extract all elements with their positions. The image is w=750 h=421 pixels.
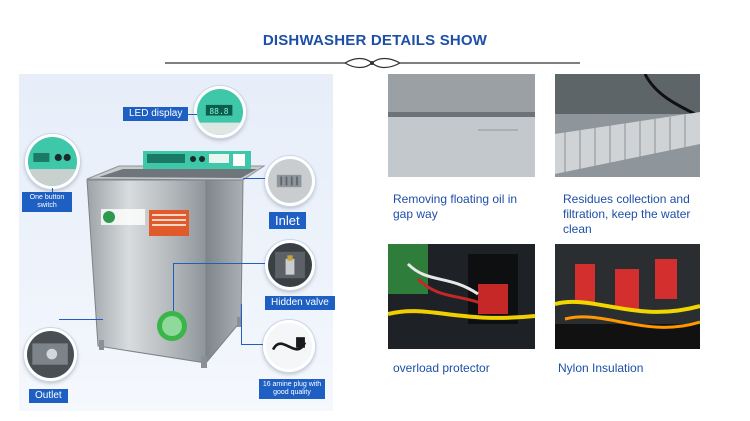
detail-caption-4: Nylon Insulation (558, 361, 644, 375)
svg-text:88.8: 88.8 (209, 107, 228, 116)
inlet-label: Inlet (269, 212, 306, 229)
plug-label: 16 amine plug with good quality (259, 379, 325, 399)
detail-photo-oil-gap (388, 74, 535, 177)
ornamental-divider (165, 57, 580, 69)
detail-photo-overload-protector (388, 244, 535, 349)
detail-caption-3: overload protector (393, 361, 490, 375)
detail-photo-nylon-insulation (555, 244, 700, 349)
detail-photo-filter-basket (555, 74, 700, 177)
led-display-zoom: 88.8 (194, 86, 246, 138)
detail-caption-1: Removing floating oil in gap way (393, 192, 518, 221)
switch-zoom (25, 134, 80, 189)
hidden-valve-label: Hidden valve (265, 296, 335, 310)
dishwasher-image (86, 151, 266, 368)
plug-zoom (263, 320, 315, 372)
one-button-switch-label: One button switch (22, 192, 72, 212)
product-panel: 88.8 LED display One button switch Inlet… (19, 74, 335, 411)
outlet-label: Outlet (29, 389, 68, 403)
led-display-label: LED display (123, 107, 189, 121)
outlet-zoom (24, 328, 77, 381)
detail-caption-2: Residues collection and filtration, keep… (563, 192, 691, 236)
hidden-valve-zoom (265, 240, 315, 290)
page-title: DISHWASHER DETAILS SHOW (262, 32, 488, 49)
inlet-zoom (265, 156, 315, 206)
